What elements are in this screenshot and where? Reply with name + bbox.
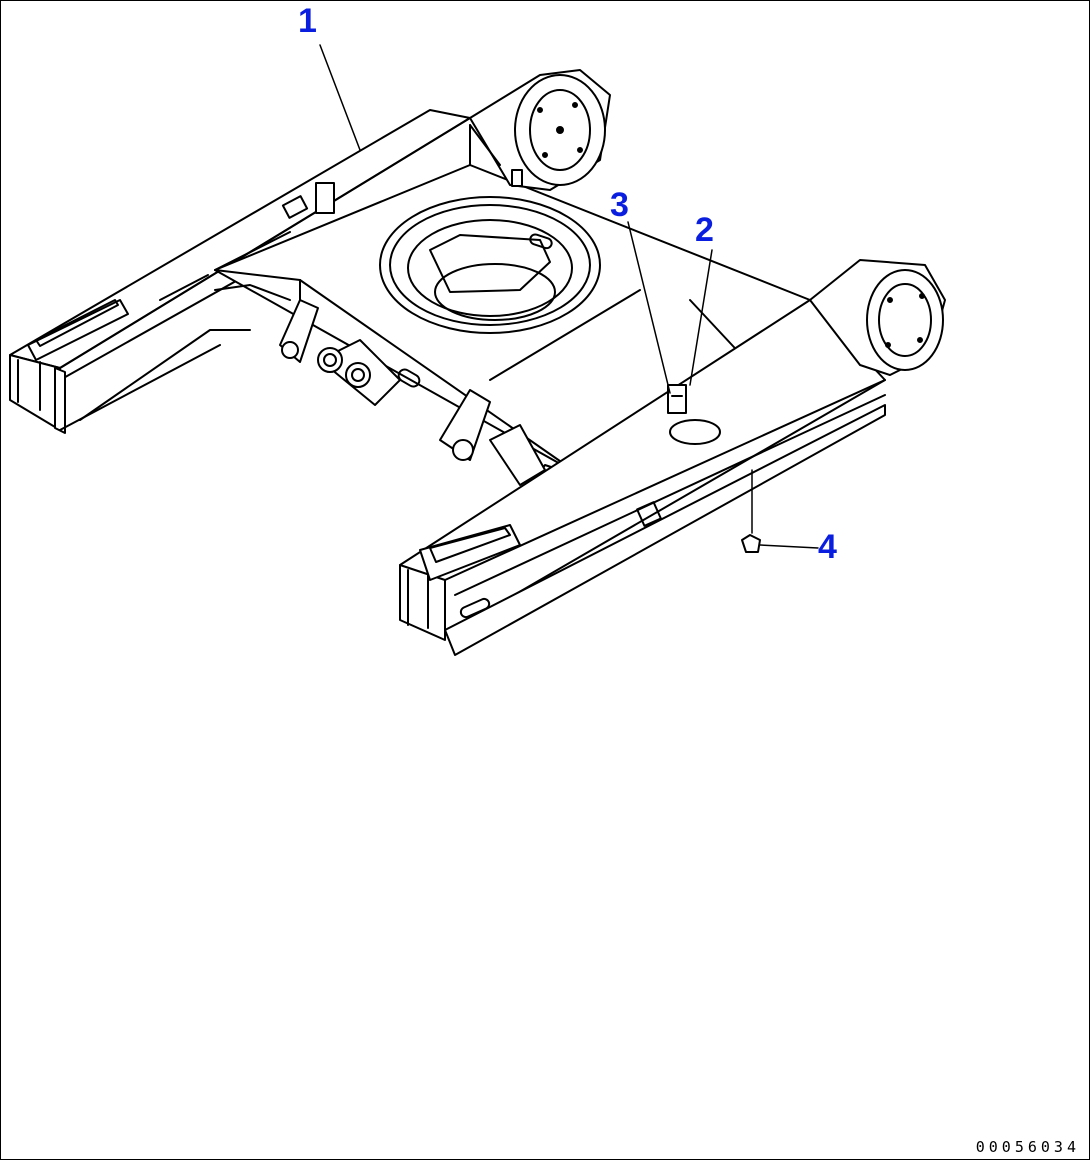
- left-drive-housing: [469, 69, 611, 191]
- callout-3: 3: [610, 186, 629, 224]
- leader-line-3: [627, 221, 671, 394]
- callout-4: 4: [818, 528, 837, 566]
- callout-1: 1: [298, 2, 317, 40]
- callout-2: 2: [695, 211, 714, 249]
- leader-line-1: [319, 44, 361, 151]
- right-side-frame: [399, 299, 886, 656]
- leader-line-2: [689, 249, 713, 386]
- leader-line-4: [759, 544, 819, 549]
- right-drive-housing: [809, 259, 946, 376]
- part-4-fitting: [741, 469, 761, 553]
- drawing-number: 00056034: [975, 1138, 1080, 1156]
- leader-lines: [319, 44, 819, 549]
- cylinder-brackets: [279, 299, 546, 486]
